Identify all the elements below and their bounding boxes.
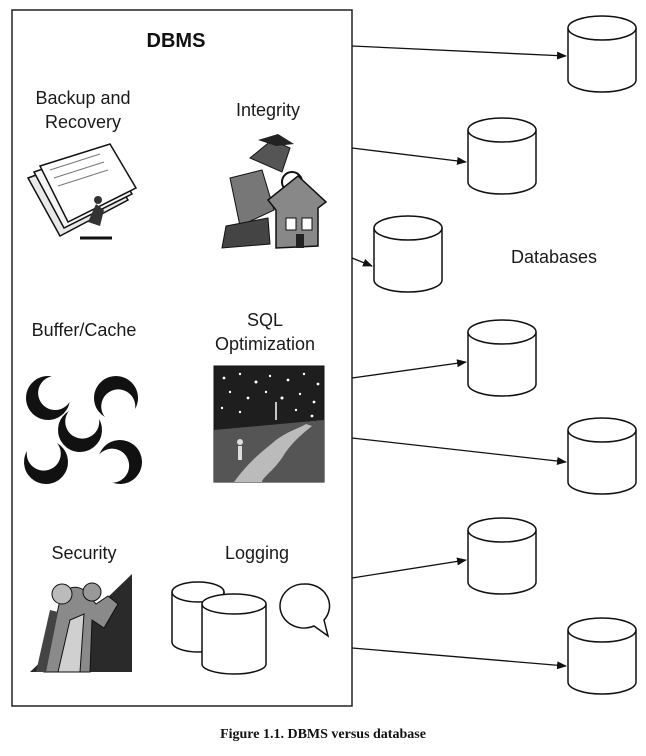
database-cylinder-icon — [467, 117, 537, 195]
databases-label: Databases — [510, 247, 598, 267]
night-sky-road-clipart-icon — [213, 365, 325, 483]
database-cylinder-icon — [373, 215, 443, 293]
integrity-label: Integrity — [235, 100, 301, 120]
database-cylinder-icon — [567, 617, 637, 695]
detective-house-clipart-icon — [221, 134, 328, 249]
papers-clipart-icon — [26, 143, 138, 240]
dbms-title: DBMS — [146, 30, 206, 52]
sql-optimization-label: SQL Optimization — [214, 310, 316, 354]
connector-arrow — [351, 557, 467, 579]
connector-arrow — [351, 45, 567, 60]
buffer-cache-label: Buffer/Cache — [31, 320, 137, 340]
database-cylinder-icon — [467, 319, 537, 397]
speech-bubble-icon — [279, 583, 331, 638]
database-cylinder-icon — [567, 15, 637, 93]
logging-label: Logging — [224, 543, 290, 563]
figure-caption: Figure 1.1. DBMS versus database — [220, 727, 426, 742]
database-cylinder-icon — [567, 417, 637, 495]
connector-arrow — [351, 257, 373, 267]
people-running-clipart-icon — [30, 574, 132, 673]
connector-arrow — [351, 437, 567, 465]
security-label: Security — [51, 543, 117, 563]
connector-arrow — [351, 359, 467, 379]
connector-arrow — [351, 647, 567, 670]
log-cylinders-icon — [171, 581, 267, 675]
connector-arrow — [351, 147, 467, 165]
database-cylinder-icon — [467, 517, 537, 595]
backup-recovery-label: Backup and Recovery — [35, 88, 131, 132]
